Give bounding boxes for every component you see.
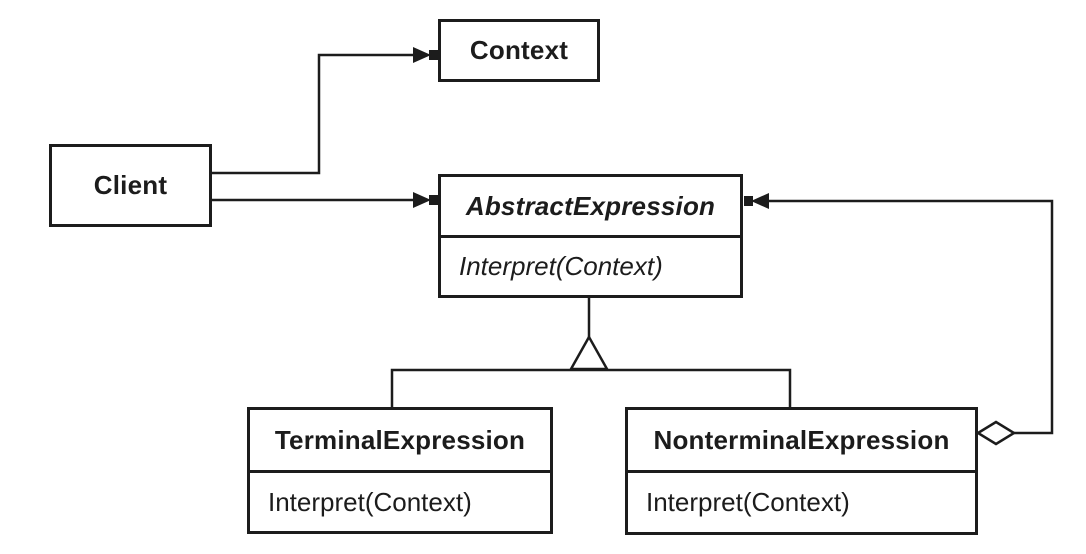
class-box-client: Client [49, 144, 212, 227]
arrowhead-icon-abstract-left [413, 192, 431, 208]
class-name-nonterminal-expression: NonterminalExpression [653, 424, 950, 455]
class-name-context: Context [469, 35, 569, 65]
class-box-nonterminal-expression: NonterminalExpression Interpret(Context) [625, 407, 978, 535]
arrowhead-stub-abstract-right [744, 196, 753, 206]
class-name-client: Client [93, 170, 168, 200]
class-name-abstract-expression: AbstractExpression [465, 190, 716, 221]
method-abstract-interpret: Interpret(Context) [441, 235, 740, 295]
aggregation-diamond-icon [975, 420, 1017, 446]
arrowhead-icon-abstract-right [751, 193, 769, 209]
arrowhead-stub-abstract-left [429, 195, 438, 205]
arrowhead-icon-context [413, 47, 431, 63]
aggregation-line-nonterminal-abstract [768, 199, 1054, 435]
arrowhead-stub-context [429, 50, 438, 60]
method-terminal-interpret: Interpret(Context) [250, 470, 550, 531]
class-name-terminal-expression: TerminalExpression [274, 424, 526, 455]
inheritance-branch-line [390, 368, 792, 407]
class-box-terminal-expression: TerminalExpression Interpret(Context) [247, 407, 553, 534]
method-nonterminal-interpret: Interpret(Context) [628, 470, 975, 532]
class-box-abstract-expression: AbstractExpression Interpret(Context) [438, 174, 743, 298]
class-box-context: Context [438, 19, 600, 82]
association-line-client-context [212, 53, 413, 175]
inheritance-triangle-icon [568, 334, 610, 371]
